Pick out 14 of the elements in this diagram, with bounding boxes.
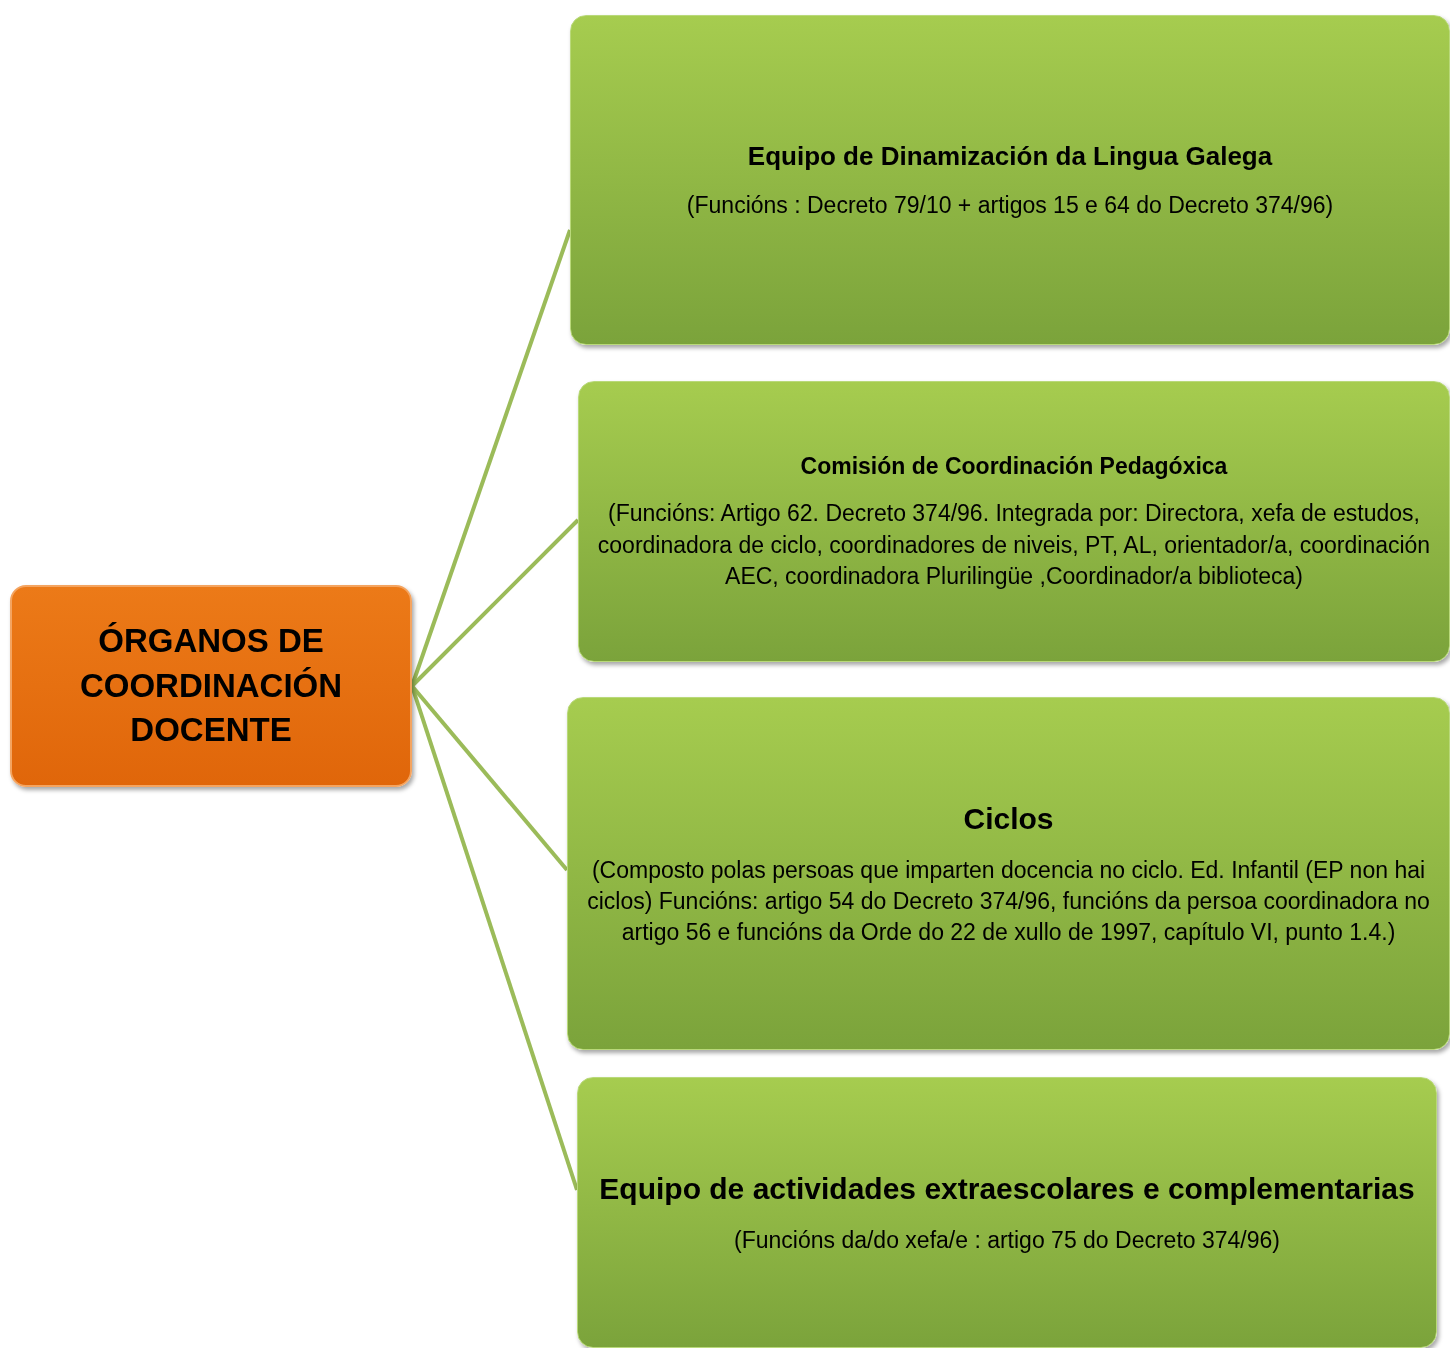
root-title: ÓRGANOS DE COORDINACIÓN DOCENTE [78,621,344,751]
topic-description: (Funcións : Decreto 79/10 + artigos 15 e 64 do Decreto 374/96) [686,191,1334,220]
topic-title: Comisión de Coordinación Pedagóxica [800,452,1228,482]
topic-title: Ciclos [963,800,1054,837]
topic-description: (Composto polas persoas que imparten docencia no ciclo. Ed. Infantil (EP non hai ciclos) Funcións: artigo 54 do Decreto 374/96, funcións da persoa coordinadora no artigo 56 e funcións da Orde do 22 de xullo de 1997, capítulo VI, punto 1.4.) [586,856,1431,948]
topic-box [567,697,1450,1050]
root-box [10,585,412,787]
topic-description: (Funcións da/do xefa/e : artigo 75 do Decreto 374/96) [734,1226,1280,1256]
topic-title: Equipo de Dinamización da Lingua Galega [747,139,1273,173]
topic-box [578,381,1450,662]
topic-description: (Funcións: Artigo 62. Decreto 374/96. Integrada por: Directora, xefa de estudos, coordinadora de ciclo, coordinadores de niveis, PT, AL, orientador/a, coordinación AEC, coordinadora Plurilingüe ,Coordinador/a biblioteca) [596,499,1432,591]
topic-box [570,15,1450,345]
topic-box [577,1077,1437,1348]
topic-title: Equipo de actividades extraescolares e complementarias [599,1170,1415,1207]
